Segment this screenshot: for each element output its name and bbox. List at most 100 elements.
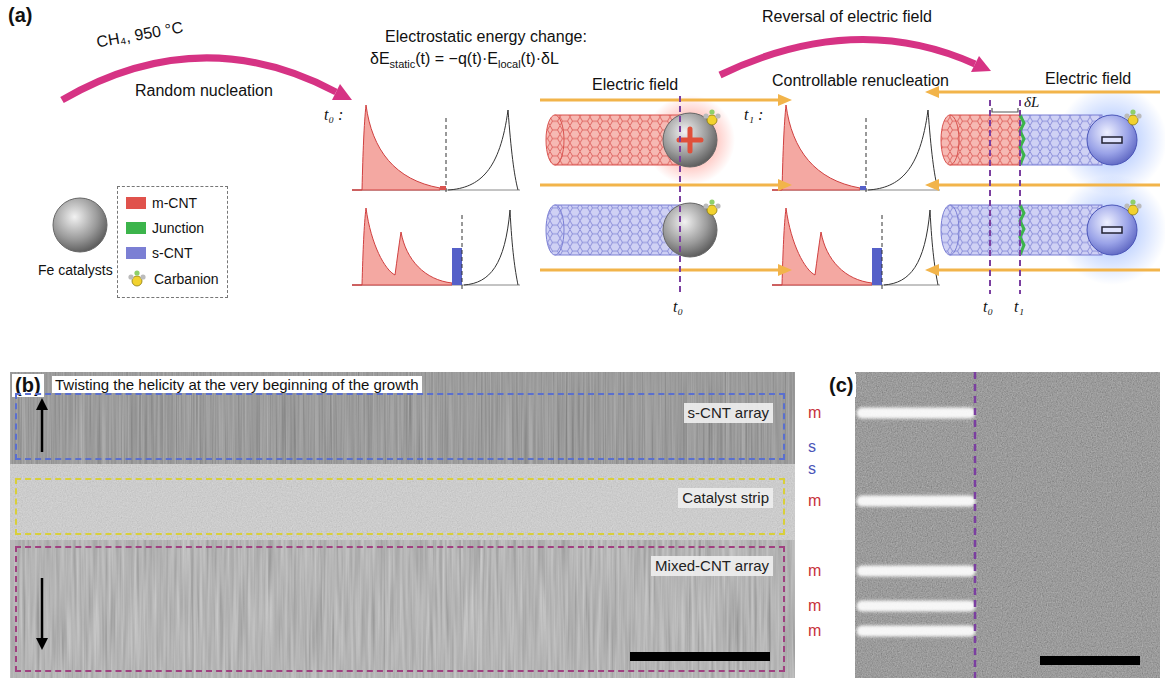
legend-row: Junction: [126, 220, 219, 237]
nanotube-illustration: [941, 205, 959, 255]
energy-plot: [772, 105, 860, 190]
nanotube-illustration: [703, 109, 720, 125]
process-arrow: [971, 56, 991, 72]
nanotube-illustration: [950, 205, 1020, 255]
nanotube-illustration: [1124, 199, 1141, 215]
electric-field-arrow: [540, 269, 780, 272]
region-label: Mixed-CNT array: [651, 556, 773, 576]
electric-field-arrow: [925, 179, 939, 191]
growth-condition: CH₄, 950 °C: [95, 19, 184, 52]
energy-plot: [446, 118, 447, 195]
cnt-type-label: m: [808, 622, 821, 640]
sem-image: [10, 372, 795, 464]
legend-text: Junction: [152, 220, 204, 237]
electric-field-arrow: [540, 86, 1160, 276]
sem-image: [862, 408, 970, 419]
electric-field-arrow: [778, 94, 792, 106]
panel-letter: (c): [826, 374, 856, 397]
sem-image: [36, 398, 48, 410]
energy-plot: [462, 215, 463, 290]
electric-field-arrow: [540, 184, 780, 187]
energy-plot: [352, 105, 440, 190]
electric-field-arrow: [937, 184, 1160, 187]
panel-letter: (a): [8, 4, 32, 27]
energy-plot: [352, 105, 520, 290]
cnt-type-label: s: [808, 438, 816, 456]
cnt-type-label: m: [808, 597, 821, 615]
electric-field-arrow: [778, 264, 792, 276]
time-label: t₁ :: [744, 106, 763, 124]
electric-field-arrow: [937, 91, 1160, 94]
energy-plot: [772, 105, 940, 290]
time-marker-line: [989, 100, 991, 294]
energy-plot: [772, 208, 872, 285]
sem-image: [862, 566, 970, 577]
cnt-type-label: s: [808, 460, 816, 478]
process-label: Random nucleation: [135, 82, 273, 100]
field-label: Electric field: [592, 76, 678, 94]
process-arrow: [62, 39, 991, 100]
nanotube-illustration: [1124, 109, 1141, 125]
sem-image: [10, 540, 795, 678]
region-box: s-CNT array: [15, 393, 785, 460]
legend: m-CNT Junction s-CNT Carbanion: [117, 186, 228, 298]
nanotube-illustration: [1102, 137, 1122, 143]
legend-text: Carbanion: [154, 271, 219, 288]
sem-image: [862, 413, 970, 631]
time-label: t₁: [1014, 298, 1024, 316]
sem-image: [862, 601, 970, 612]
energy-plot: [868, 110, 938, 190]
sem-image: [862, 626, 970, 637]
nanotube-illustration: [941, 115, 959, 165]
sem-image: [855, 372, 1160, 678]
equation-part: (t) = −q(t)·E: [415, 50, 498, 67]
process-label: Reversal of electric field: [762, 8, 932, 26]
nanotube-illustration: [703, 199, 720, 215]
process-label: Controllable renucleation: [772, 72, 949, 90]
nanotube-illustration: [992, 108, 1018, 112]
time-label: t₀ :: [324, 106, 343, 124]
electric-field-arrow: [925, 264, 939, 276]
cnt-type-label: m: [808, 404, 821, 422]
legend-text: m-CNT: [152, 195, 197, 212]
region-label: Catalyst strip: [678, 488, 773, 508]
nanotube-illustration: [950, 115, 1020, 165]
sem-image: [855, 372, 1160, 678]
energy-plot: [452, 248, 462, 285]
sem-image: [36, 638, 48, 650]
nanotube-illustration: [546, 205, 564, 255]
sem-image: [855, 372, 1160, 678]
region-box: Catalyst strip: [15, 478, 785, 535]
sem-image: [10, 372, 795, 678]
process-arrow: [332, 84, 352, 100]
energy-plot: [860, 186, 866, 190]
legend-text: s-CNT: [152, 245, 192, 262]
legend-row: Carbanion: [126, 269, 219, 289]
energy-plot: [464, 210, 518, 285]
time-marker-line: [1019, 100, 1021, 294]
nanotube-illustration: [555, 205, 680, 255]
sem-image: [974, 372, 977, 678]
sem-image: [1040, 656, 1140, 665]
energy-plot: [872, 248, 882, 285]
catalyst-label: Fe catalysts: [38, 262, 113, 278]
legend-swatch: [126, 222, 146, 234]
equation-subscript: local: [498, 58, 521, 70]
region-box: Mixed-CNT array: [15, 546, 785, 672]
panel-caption: Twisting the helicity at the very beginn…: [52, 376, 422, 393]
energy-plot: [352, 208, 452, 285]
electric-field-arrow: [778, 179, 792, 191]
equation-heading: Electrostatic energy change:: [385, 28, 587, 46]
electric-field-arrow: [540, 99, 780, 102]
sem-image: [10, 464, 795, 540]
energy-plot: [882, 215, 883, 290]
nanotube-illustration: [679, 129, 701, 151]
time-marker-line: [680, 96, 1020, 294]
energy-plot: [440, 186, 446, 190]
sem-image: [630, 652, 770, 661]
equation-part: (t)·δL: [521, 50, 559, 67]
sem-image: [41, 408, 44, 452]
process-arrow: [62, 58, 336, 100]
